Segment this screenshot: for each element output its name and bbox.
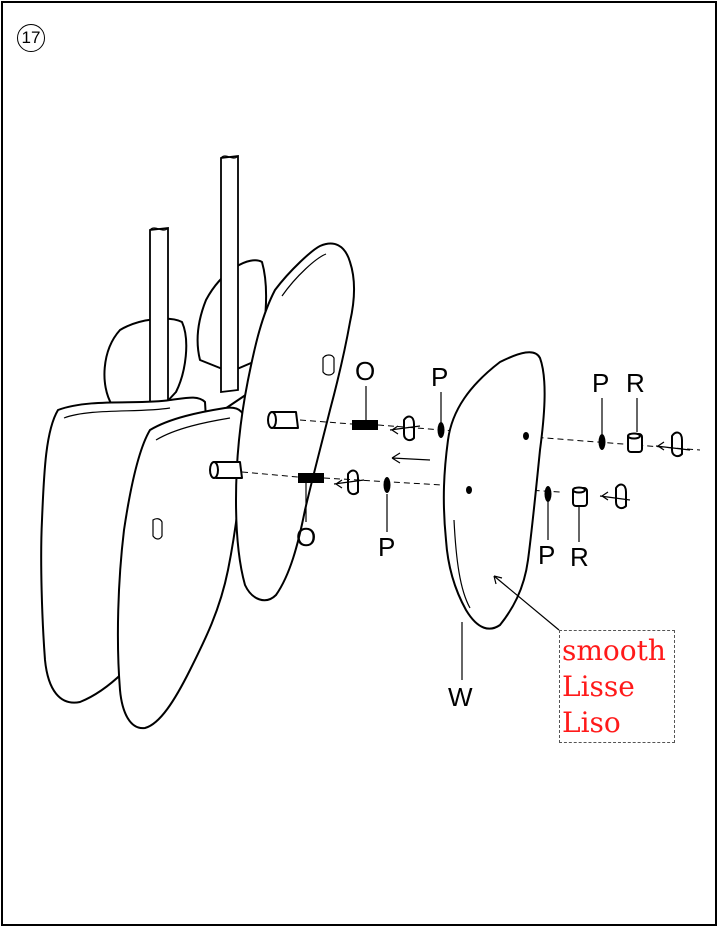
label-r-lower: R: [570, 542, 589, 572]
step-number-badge: 17: [17, 24, 45, 52]
lower-left-hand-symbol: [333, 469, 365, 496]
front-center-panel: [116, 406, 247, 730]
lower-spring: [298, 473, 324, 483]
upper-spring: [352, 420, 378, 430]
label-w: W: [448, 682, 473, 712]
label-o-upper: O: [355, 356, 376, 386]
support-poles: [149, 154, 239, 441]
label-p-middle-upper: P: [431, 362, 449, 392]
washer-p-middle-lower: [383, 477, 391, 493]
label-p-right-lower: P: [538, 540, 556, 570]
finish-note-spanish: Liso: [562, 706, 621, 739]
upper-dowel: [267, 411, 299, 429]
label-p-right-upper: P: [592, 368, 610, 398]
upper-left-hand-symbol: [389, 415, 421, 442]
label-r-upper: R: [626, 368, 645, 398]
label-o-lower: O: [296, 522, 317, 552]
upper-right-hand-symbol: [655, 431, 691, 458]
washer-p-right-lower: [544, 486, 552, 502]
leader-smooth-arrow: [493, 575, 560, 631]
lower-dowel: [209, 461, 243, 479]
center-arrow: [391, 452, 431, 464]
finish-note-box: smooth Lisse Liso: [559, 630, 675, 743]
finish-note-french: Lisse: [562, 670, 635, 703]
right-panel-w: [442, 351, 546, 630]
washer-p-right-upper: [598, 434, 606, 450]
cap-r-upper: [627, 432, 643, 453]
label-p-middle-lower: P: [378, 532, 396, 562]
cap-r-lower: [572, 486, 588, 507]
finish-note-english: smooth: [562, 634, 666, 667]
washer-p-middle-upper: [437, 422, 445, 438]
lower-right-hand-symbol: [599, 483, 631, 510]
